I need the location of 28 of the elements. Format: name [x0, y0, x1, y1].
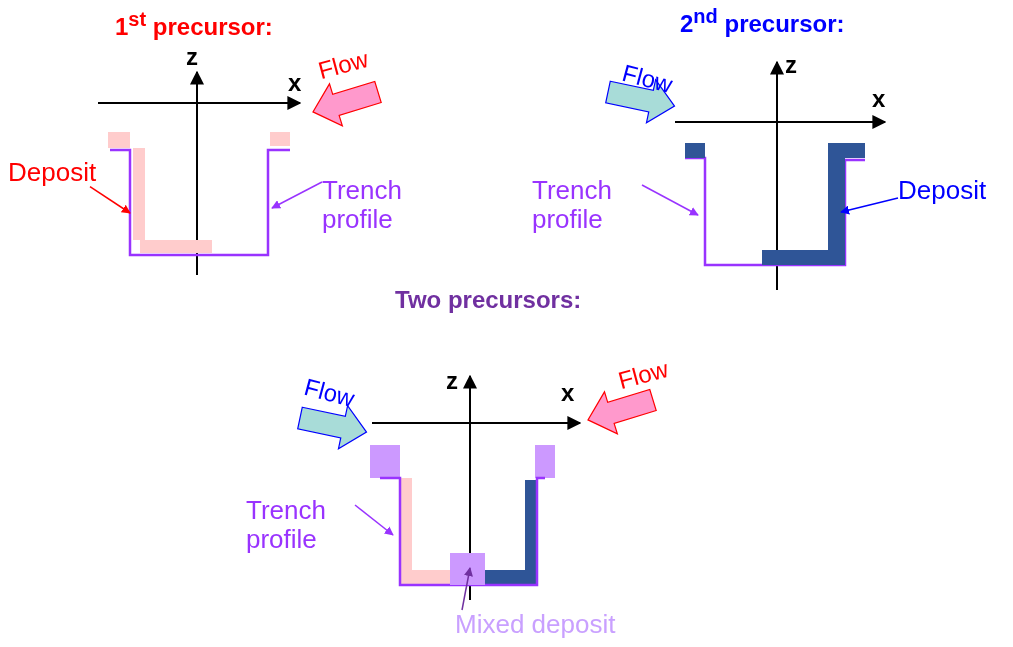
leader-line: [354, 504, 394, 536]
callout-text: Trench profile: [532, 176, 642, 234]
leader-line: [271, 181, 323, 209]
trench-profile-line: [380, 476, 545, 587]
flow-label: Flow: [315, 45, 372, 85]
leader-line: [641, 184, 699, 216]
callout-text: Trench profile: [322, 176, 432, 234]
leader-line: [840, 197, 899, 215]
flow-label: Flow: [301, 373, 358, 413]
axis-label: z: [186, 44, 198, 71]
axis-label: x: [561, 380, 575, 407]
callout-text: Deposit: [898, 176, 987, 205]
callout-text: Deposit: [8, 158, 97, 187]
flow-label: Flow: [615, 355, 672, 395]
axis-label: x: [288, 70, 302, 97]
leader-line: [461, 567, 473, 611]
callout-text: Trench profile: [246, 496, 356, 554]
axis-label: x: [872, 86, 886, 113]
heading: 1$^{st}$ precursor:: [115, 8, 273, 41]
trench-profile-line: [110, 148, 290, 257]
flow-label: Flow: [619, 59, 676, 99]
axis-label: z: [785, 52, 797, 79]
deposit-layer: [108, 132, 290, 253]
callout-text: Mixed deposit: [455, 610, 616, 639]
leader-line: [89, 185, 131, 214]
heading: 2$^{nd}$ precursor:: [680, 5, 845, 38]
axis-label: z: [446, 368, 458, 395]
heading: Two precursors:: [395, 287, 582, 314]
